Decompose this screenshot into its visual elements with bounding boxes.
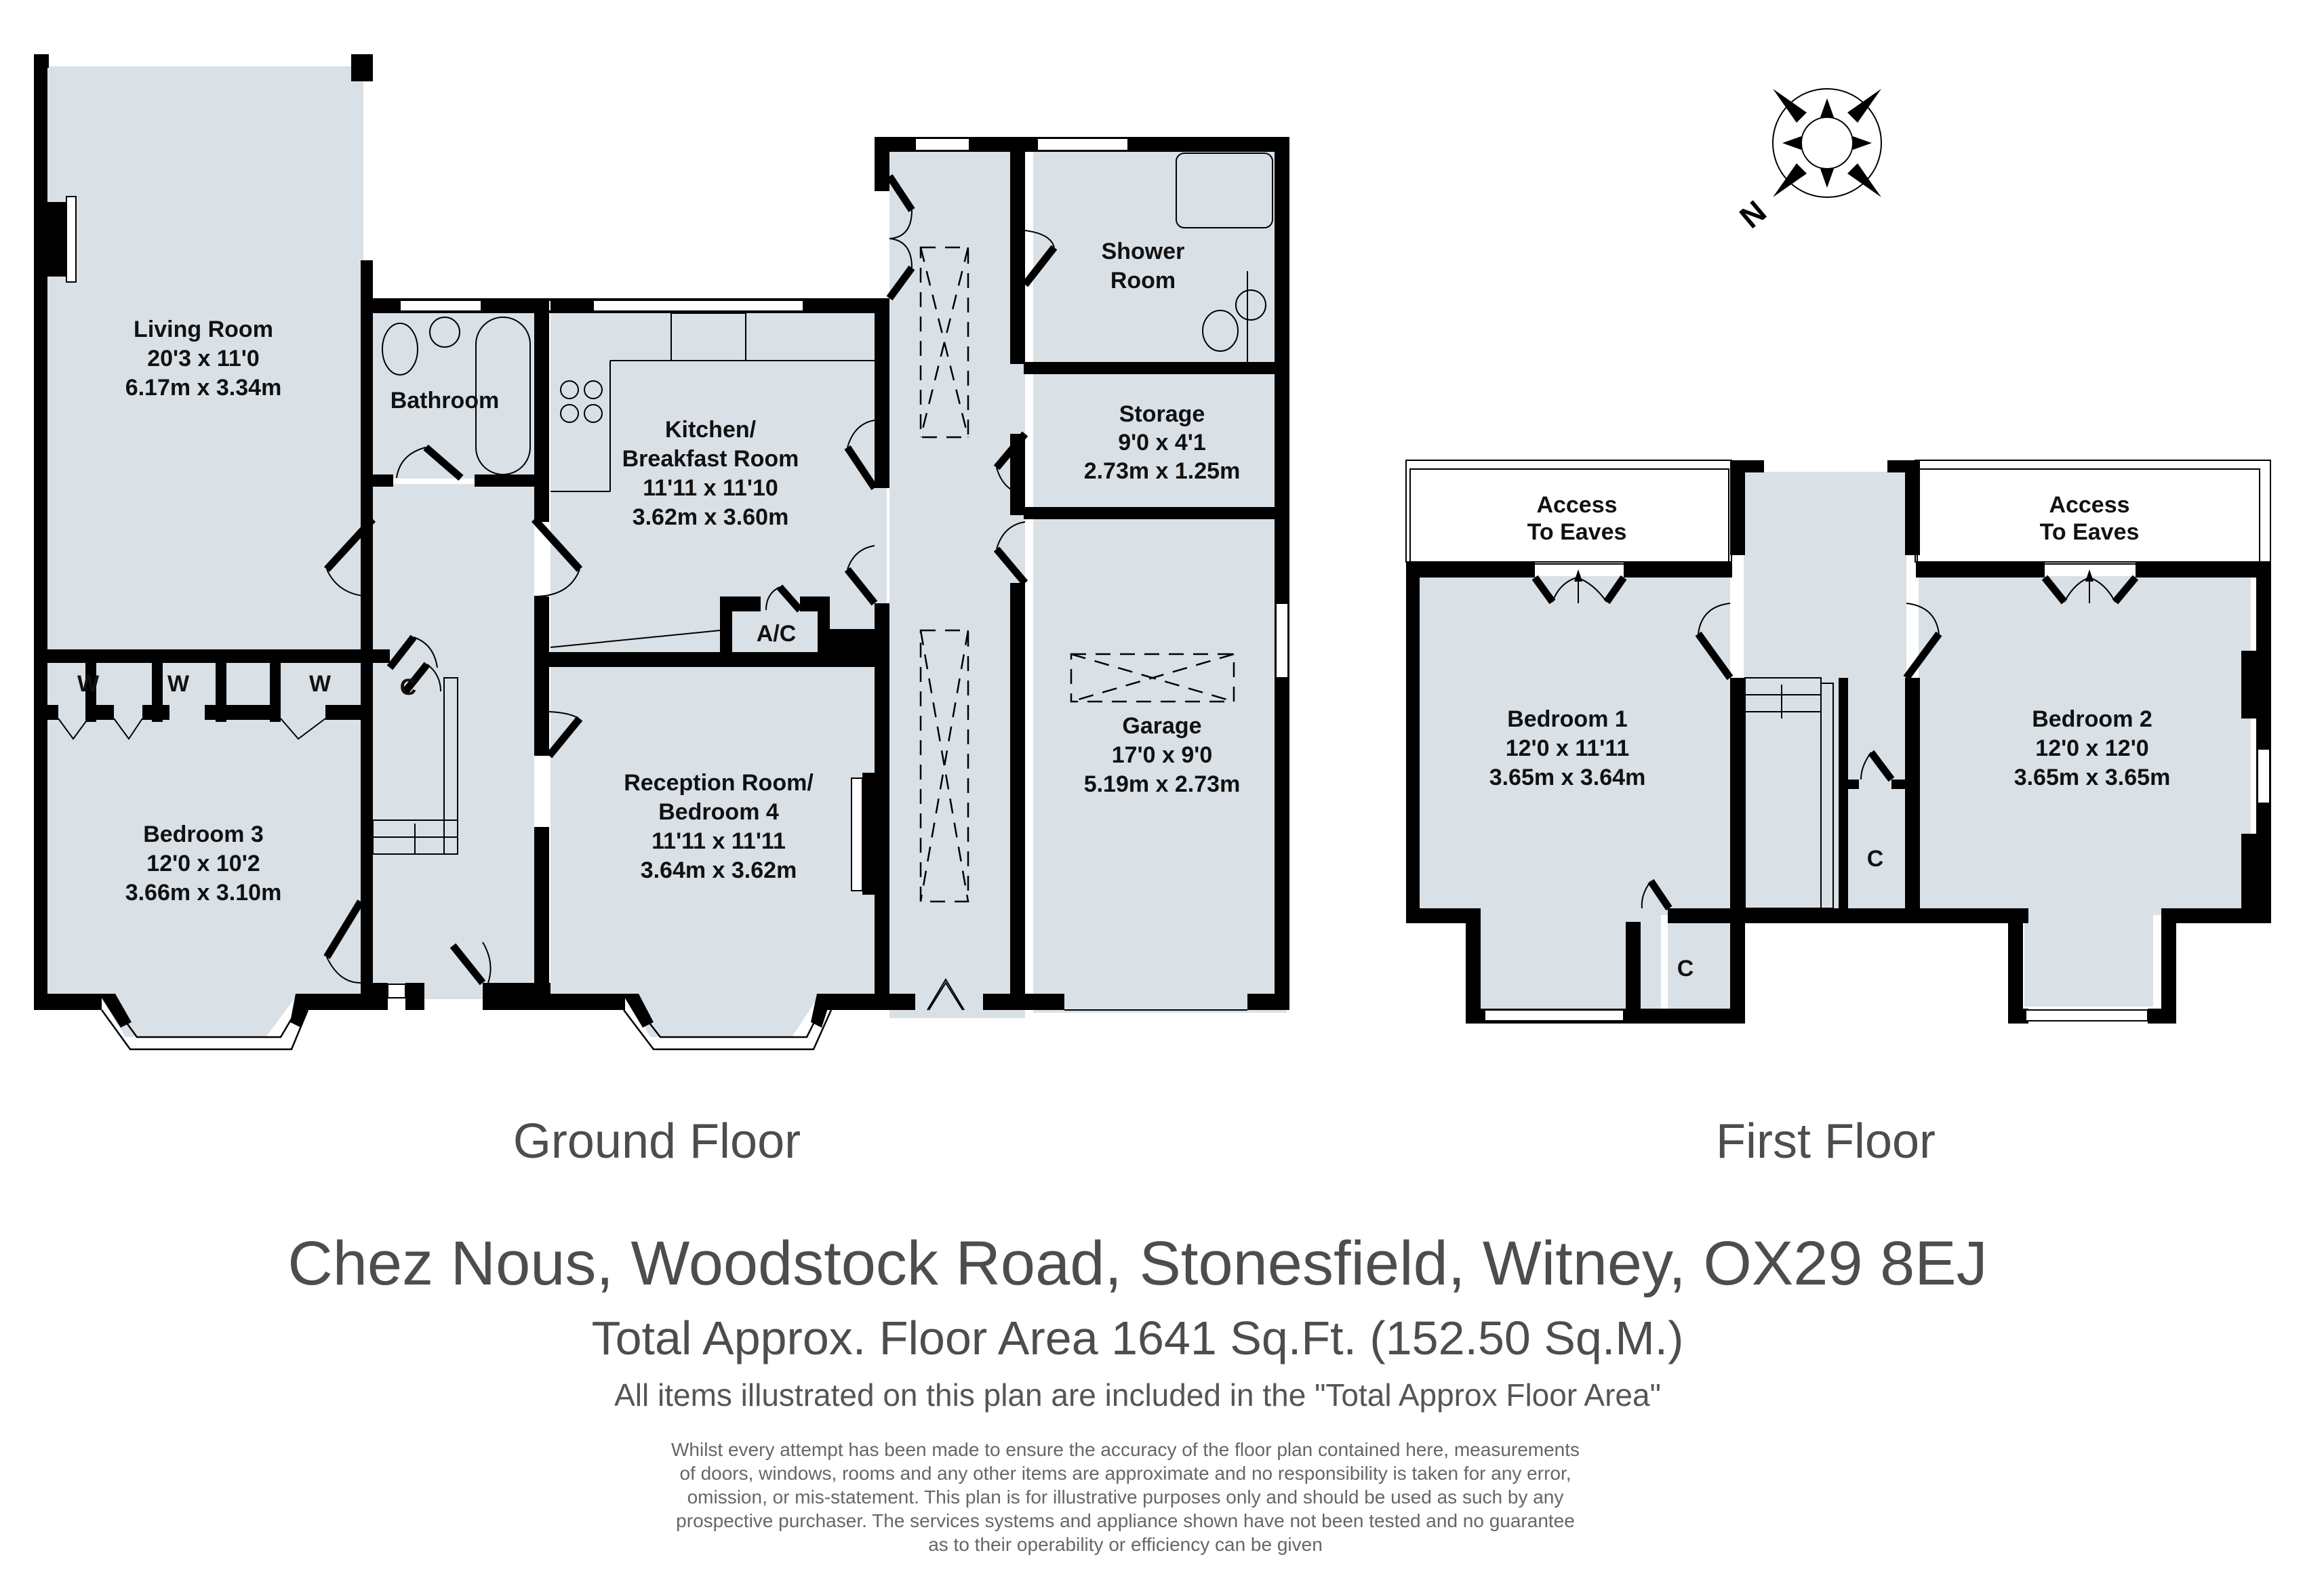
room-label-living-room: Living Room 20'3 x 11'0 6.17m x 3.34m xyxy=(125,317,282,401)
eaves-label-right: Access To Eaves xyxy=(2040,492,2140,545)
cupboard-label: C xyxy=(400,674,417,700)
room-label-bedroom-3: Bedroom 3 12'0 x 10'2 3.66m x 3.10m xyxy=(125,822,282,906)
room-labels: Living Room 20'3 x 11'0 6.17m x 3.34m Ba… xyxy=(77,239,1240,906)
svg-text:To Eaves: To Eaves xyxy=(1527,519,1627,545)
svg-text:3.62m x 3.60m: 3.62m x 3.60m xyxy=(633,504,789,530)
wardrobe-label: W xyxy=(77,671,100,697)
svg-text:3.65m x 3.64m: 3.65m x 3.64m xyxy=(1489,765,1646,790)
doors xyxy=(58,174,1058,1011)
wardrobe-label: W xyxy=(167,671,190,697)
svg-text:3.65m x 3.65m: 3.65m x 3.65m xyxy=(2014,765,2171,790)
room-label-shower-room: Shower Room xyxy=(1102,239,1185,294)
svg-text:Breakfast Room: Breakfast Room xyxy=(622,446,799,472)
svg-text:2.73m x 1.25m: 2.73m x 1.25m xyxy=(1084,458,1241,484)
svg-text:Access: Access xyxy=(2049,492,2129,518)
svg-text:Living Room: Living Room xyxy=(134,317,273,342)
ground-floor-label: Ground Floor xyxy=(513,1114,801,1169)
ground-floor-plan: Living Room 20'3 x 11'0 6.17m x 3.34m Ba… xyxy=(34,54,1289,1051)
svg-text:20'3 x 11'0: 20'3 x 11'0 xyxy=(147,346,260,371)
svg-text:9'0 x 4'1: 9'0 x 4'1 xyxy=(1118,430,1206,456)
property-address: Chez Nous, Woodstock Road, Stonesfield, … xyxy=(287,1229,1987,1298)
cupboard-label: C xyxy=(1867,846,1884,872)
compass-rose-icon: N xyxy=(1733,88,1882,235)
svg-text:5.19m x 2.73m: 5.19m x 2.73m xyxy=(1084,771,1241,797)
wardrobe-label: W xyxy=(309,671,332,697)
svg-text:11'11 x 11'11: 11'11 x 11'11 xyxy=(652,828,786,854)
airing-cupboard-label: A/C xyxy=(757,621,797,647)
svg-text:Shower: Shower xyxy=(1102,239,1185,264)
room-label-kitchen: Kitchen/ Breakfast Room 11'11 x 11'10 3.… xyxy=(622,417,799,530)
walls xyxy=(34,54,1289,1051)
svg-text:12'0 x 11'11: 12'0 x 11'11 xyxy=(1506,735,1630,761)
room-fills xyxy=(46,66,1287,1037)
north-label: N xyxy=(1733,193,1773,235)
svg-text:Bedroom 2: Bedroom 2 xyxy=(2032,706,2152,732)
total-floor-area: Total Approx. Floor Area 1641 Sq.Ft. (15… xyxy=(592,1312,1684,1364)
svg-text:Access: Access xyxy=(1536,492,1617,518)
svg-text:omission, or mis-statement. Th: omission, or mis-statement. This plan is… xyxy=(687,1486,1564,1508)
disclaimer: Whilst every attempt has been made to en… xyxy=(671,1439,1580,1555)
svg-text:of doors, windows, rooms and a: of doors, windows, rooms and any other i… xyxy=(679,1463,1571,1484)
svg-text:17'0 x 9'0: 17'0 x 9'0 xyxy=(1112,742,1213,768)
fixtures xyxy=(372,153,1273,903)
svg-text:as to their operability or eff: as to their operability or efficiency ca… xyxy=(928,1534,1323,1555)
svg-text:prospective purchaser. The ser: prospective purchaser. The services syst… xyxy=(676,1510,1575,1531)
svg-text:Bedroom 1: Bedroom 1 xyxy=(1507,706,1628,732)
svg-text:To Eaves: To Eaves xyxy=(2040,519,2140,545)
room-label-bathroom: Bathroom xyxy=(390,388,500,413)
first-floor-plan: Bedroom 1 12'0 x 11'11 3.65m x 3.64m Bed… xyxy=(1405,460,2271,1024)
svg-text:Garage: Garage xyxy=(1122,713,1201,739)
svg-text:Whilst every attempt has been: Whilst every attempt has been made to en… xyxy=(671,1439,1580,1460)
eaves-label-left: Access To Eaves xyxy=(1527,492,1627,545)
room-label-bedroom-1: Bedroom 1 12'0 x 11'11 3.65m x 3.64m xyxy=(1489,706,1646,790)
svg-text:Room: Room xyxy=(1110,268,1176,294)
inclusion-note: All items illustrated on this plan are i… xyxy=(614,1377,1661,1413)
room-label-reception-room: Reception Room/ Bedroom 4 11'11 x 11'11 … xyxy=(624,770,814,883)
svg-text:12'0 x 10'2: 12'0 x 10'2 xyxy=(146,851,260,876)
room-label-garage: Garage 17'0 x 9'0 5.19m x 2.73m xyxy=(1084,713,1241,797)
svg-text:Kitchen/: Kitchen/ xyxy=(665,417,757,443)
svg-text:Reception Room/: Reception Room/ xyxy=(624,770,814,796)
svg-text:11'11 x 11'10: 11'11 x 11'10 xyxy=(643,475,778,501)
first-floor-label: First Floor xyxy=(1716,1114,1936,1169)
svg-text:3.64m x 3.62m: 3.64m x 3.62m xyxy=(641,857,797,883)
svg-text:Bedroom 4: Bedroom 4 xyxy=(658,799,779,825)
svg-text:3.66m x 3.10m: 3.66m x 3.10m xyxy=(125,880,282,906)
svg-text:Storage: Storage xyxy=(1119,401,1205,427)
room-label-storage: Storage 9'0 x 4'1 2.73m x 1.25m xyxy=(1084,401,1241,484)
svg-text:Bedroom 3: Bedroom 3 xyxy=(143,822,264,847)
room-label-bedroom-2: Bedroom 2 12'0 x 12'0 3.65m x 3.65m xyxy=(2014,706,2171,790)
cupboard-label: C xyxy=(1677,956,1694,982)
svg-text:6.17m x 3.34m: 6.17m x 3.34m xyxy=(125,375,282,401)
svg-text:12'0 x 12'0: 12'0 x 12'0 xyxy=(2035,735,2148,761)
